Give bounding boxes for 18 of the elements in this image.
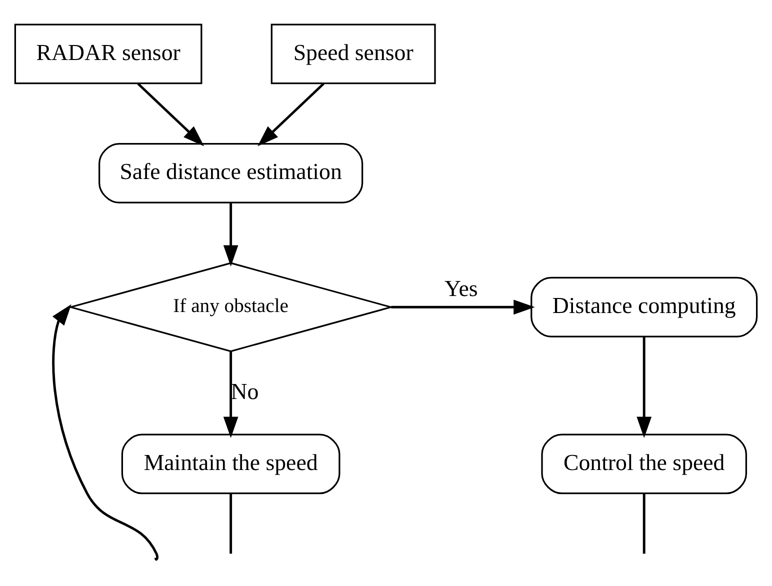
- arrow: [223, 203, 238, 267]
- connector: [642, 494, 646, 554]
- node-box: Speed sensor: [270, 24, 436, 84]
- node-box: Distance computing: [530, 276, 758, 338]
- node-box: RADAR sensor: [14, 24, 202, 84]
- edge-label: No: [230, 378, 259, 404]
- edge-label: Yes: [444, 276, 478, 302]
- arrow: [636, 336, 652, 438]
- node-box: Safe distance estimation: [98, 142, 364, 204]
- node-diamond: If any obstacle: [68, 262, 394, 352]
- connector: [230, 494, 232, 554]
- arrow: [391, 300, 535, 315]
- node-box: Control the speed: [541, 434, 748, 494]
- arrow: [223, 352, 238, 438]
- arrow: [137, 82, 204, 146]
- node-box: Maintain the speed: [121, 434, 340, 494]
- arrow: [258, 82, 324, 146]
- arrow: [52, 304, 158, 560]
